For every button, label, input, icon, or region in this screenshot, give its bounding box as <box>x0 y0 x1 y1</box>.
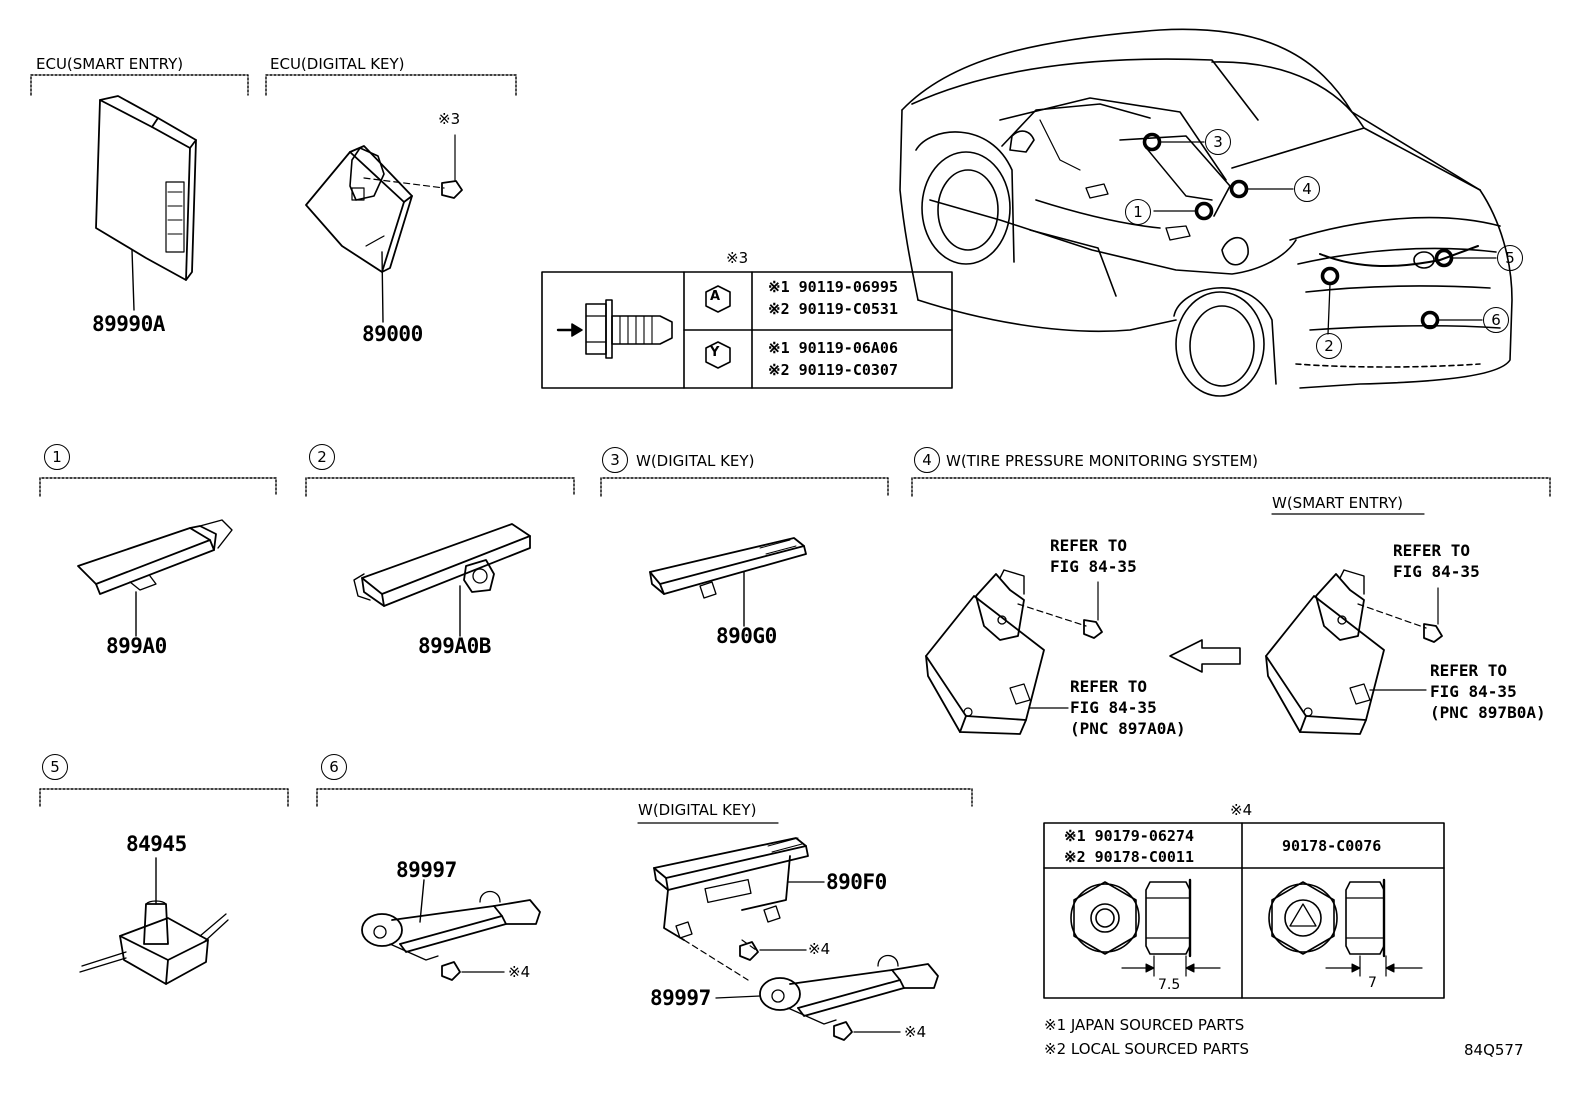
vehicle-callout-2[interactable]: 2 <box>1316 333 1342 359</box>
note-mark-4-table: ※4 <box>1230 801 1253 819</box>
vehicle-callout-4[interactable]: 4 <box>1294 176 1320 202</box>
section-callout-3: 3 <box>602 447 628 473</box>
note-mark-3-ecu: ※3 <box>438 110 461 128</box>
part-number-899a0[interactable]: 899A0 <box>106 634 167 658</box>
nut-table-lines <box>1043 822 1445 999</box>
section-title-4: W(TIRE PRESSURE MONITORING SYSTEM) <box>946 452 1259 470</box>
arrow-left <box>1169 639 1241 673</box>
ecu-smart-entry-illustration <box>95 95 197 311</box>
switch-84945-illustration <box>79 857 229 985</box>
antenna-899a0b-illustration <box>353 523 531 637</box>
nut-right-dimension: 7 <box>1368 975 1377 991</box>
reference-note-4: REFER TO FIG 84-35 (PNC 897B0A) <box>1430 661 1546 722</box>
part-number-899a0b[interactable]: 899A0B <box>418 634 491 658</box>
antenna-89997-right-illustration <box>715 954 939 1041</box>
bolt-y-part-2: ※2 90119-C0307 <box>768 361 898 379</box>
part-number-89990a[interactable]: 89990A <box>92 312 165 336</box>
section-brackets <box>30 74 1551 807</box>
bolt-table-lines <box>541 271 953 389</box>
bolt-type-y-letter: Y <box>710 345 720 360</box>
note-mark-4-left: ※4 <box>508 963 531 981</box>
nut-right-part: 90178-C0076 <box>1282 837 1382 855</box>
footnote-local-sourced: ※2 LOCAL SOURCED PARTS <box>1044 1040 1249 1058</box>
nut-left-part-1: ※1 90179-06274 <box>1064 827 1194 845</box>
part-number-890f0[interactable]: 890F0 <box>826 870 887 894</box>
footnote-japan-sourced: ※1 JAPAN SOURCED PARTS <box>1044 1016 1245 1034</box>
section-callout-6: 6 <box>321 754 347 780</box>
section-callout-5: 5 <box>42 754 68 780</box>
section-callout-2: 2 <box>309 444 335 470</box>
nut-left-dimension: 7.5 <box>1158 977 1181 993</box>
ecu-digital-key-illustration <box>305 134 463 323</box>
vehicle-callout-5[interactable]: 5 <box>1497 245 1523 271</box>
antenna-89997-left-illustration <box>361 879 541 981</box>
reference-note-2: REFER TO FIG 84-35 (PNC 897A0A) <box>1070 677 1186 738</box>
section-callout-1: 1 <box>44 444 70 470</box>
figure-code: 84Q577 <box>1464 1041 1524 1059</box>
antenna-899a0-illustration <box>77 519 233 637</box>
part-number-89000[interactable]: 89000 <box>362 322 423 346</box>
section-title-3: W(DIGITAL KEY) <box>636 452 755 470</box>
note-mark-4-right: ※4 <box>904 1023 927 1041</box>
part-number-89997-right[interactable]: 89997 <box>650 986 711 1010</box>
bolt-y-part-1: ※1 90119-06A06 <box>768 339 898 357</box>
section-callout-4: 4 <box>914 447 940 473</box>
section-title-smart-entry: W(SMART ENTRY) <box>1272 494 1404 512</box>
nut-left-part-2: ※2 90178-C0011 <box>1064 848 1194 866</box>
part-number-84945[interactable]: 84945 <box>126 832 187 856</box>
tpms-receiver-right-illustration <box>1265 569 1443 735</box>
note-mark-3-table: ※3 <box>726 249 749 267</box>
section-title-ecu-digital-key: ECU(DIGITAL KEY) <box>270 55 405 73</box>
antenna-890f0-illustration <box>653 837 825 981</box>
reference-note-1: REFER TO FIG 84-35 <box>1050 536 1137 576</box>
vehicle-callout-3[interactable]: 3 <box>1205 129 1231 155</box>
part-number-890g0[interactable]: 890G0 <box>716 624 777 648</box>
vehicle-callout-1[interactable]: 1 <box>1125 199 1151 225</box>
antenna-890g0-illustration <box>649 537 807 627</box>
bolt-a-part-1: ※1 90119-06995 <box>768 278 898 296</box>
part-number-89997-left[interactable]: 89997 <box>396 858 457 882</box>
section-title-ecu-smart-entry: ECU(SMART ENTRY) <box>36 55 184 73</box>
vehicle-callout-6[interactable]: 6 <box>1483 307 1509 333</box>
tpms-receiver-left-illustration <box>925 569 1103 735</box>
section-title-digital-key-6: W(DIGITAL KEY) <box>638 801 757 819</box>
note-mark-4-middle: ※4 <box>808 940 831 958</box>
reference-note-3: REFER TO FIG 84-35 <box>1393 541 1480 581</box>
bolt-type-a-letter: A <box>710 289 721 304</box>
vehicle-illustration <box>899 28 1513 397</box>
bolt-a-part-2: ※2 90119-C0531 <box>768 300 898 318</box>
